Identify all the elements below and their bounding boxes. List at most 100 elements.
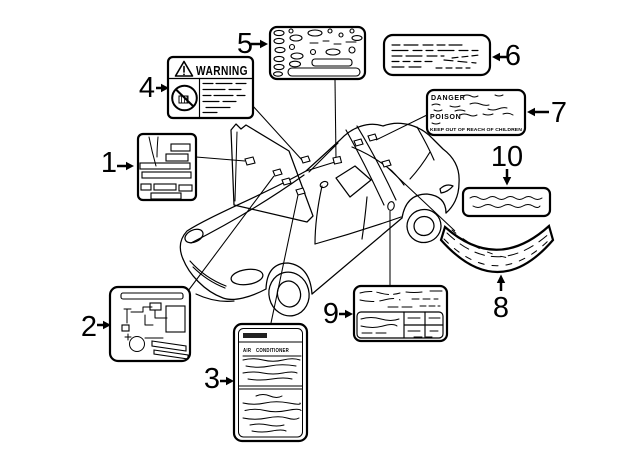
label-7-outline	[425, 88, 527, 137]
bumper-lip	[195, 293, 235, 302]
body-side-crease	[314, 216, 402, 245]
label-1-scribbles	[139, 136, 193, 200]
scribble-line	[433, 107, 508, 112]
callout-10-number: 10	[491, 141, 523, 173]
callout-8: 8	[493, 274, 509, 324]
diagram-line	[123, 308, 132, 324]
label-7-poison-text: POISON	[430, 114, 461, 121]
prohibition-icon	[171, 84, 198, 112]
label-mark	[367, 133, 378, 142]
scribble-line	[360, 317, 400, 321]
arrow-right-icon	[339, 309, 353, 319]
car-body-outline	[179, 122, 460, 260]
scribble-line	[405, 290, 443, 293]
label-mark	[332, 155, 343, 165]
glyph-circle	[349, 28, 355, 34]
scribble-line	[242, 371, 298, 375]
table-divider	[403, 311, 444, 339]
scribble-line	[244, 408, 302, 413]
windshield-pillar	[308, 142, 339, 173]
bumper-slot-lower	[192, 266, 226, 289]
arrow-right-icon	[97, 320, 111, 330]
cowl-line	[305, 161, 336, 172]
dash-text-line	[451, 54, 481, 59]
glyph-oval	[290, 52, 304, 60]
scribble-line	[359, 298, 401, 302]
front-tire	[268, 271, 310, 317]
callout-7-number: 7	[551, 97, 567, 129]
callout-9-number: 9	[323, 298, 339, 330]
glyph-circle	[288, 28, 294, 34]
scribble-line	[156, 136, 159, 158]
scribble-block	[178, 184, 193, 192]
rocker-line	[311, 217, 403, 295]
deck-seam	[416, 126, 435, 161]
label-mark	[387, 201, 395, 211]
dash-text-line	[443, 59, 477, 64]
rear-wheel-rim	[413, 215, 435, 237]
label-mark	[353, 138, 364, 147]
arrow-down-icon	[502, 169, 512, 186]
label-mark	[244, 156, 256, 166]
label-mark	[381, 159, 392, 168]
info-label-8-curved	[439, 224, 555, 273]
label-5-glyphs	[272, 28, 363, 77]
arrow-right-icon	[156, 83, 169, 93]
arrow-right-icon	[251, 39, 268, 49]
label-position-marks	[244, 133, 395, 211]
info-label-7-danger-poison: DANGER POISON KEEP OUT OF REACH OF CHILD…	[425, 88, 527, 137]
label-6-outline	[382, 33, 492, 77]
car-illustration	[179, 122, 460, 317]
glyph-oval	[325, 48, 341, 56]
roll-bar-stripe-rear	[356, 125, 397, 201]
glyph-oval	[351, 35, 363, 41]
info-label-3-air-conditioner: AIR CONDITIONER	[232, 322, 309, 443]
scribble-line	[247, 377, 293, 381]
callout-10: 10	[491, 141, 523, 186]
label-mark	[272, 168, 283, 177]
glyph-circle	[327, 28, 333, 34]
door-rear-cut	[361, 196, 368, 240]
diagram-part	[121, 324, 130, 332]
label-3-scribbles	[238, 355, 303, 433]
door-front-cut	[314, 185, 323, 245]
scribble-block	[120, 292, 184, 300]
info-label-5	[268, 25, 367, 81]
scribble-block	[153, 183, 177, 191]
diagram-part	[153, 349, 189, 360]
glyph-oval	[273, 29, 285, 37]
rear-tire	[406, 208, 442, 244]
label-7-danger-text: DANGER	[431, 95, 466, 102]
callout-1-number: 1	[101, 147, 117, 179]
scribble-line	[459, 112, 514, 117]
warning-triangle-icon	[174, 60, 194, 77]
leader-lines	[187, 79, 456, 324]
label-3-inner-border	[238, 328, 303, 438]
label-mark	[295, 187, 306, 196]
label-7-footer-text: KEEP OUT OF REACH OF CHILDREN	[430, 127, 522, 133]
info-label-2	[108, 285, 192, 363]
info-label-6	[382, 33, 492, 77]
glyph-oval	[307, 29, 323, 37]
glyph-oval	[274, 46, 286, 54]
info-label-9	[352, 284, 449, 343]
scribble-line	[472, 204, 541, 208]
leader-label-4	[251, 104, 303, 161]
leader-label-5	[334, 79, 337, 160]
scribble-block	[141, 171, 192, 179]
callout-6-number: 6	[505, 40, 521, 72]
diagram-part	[165, 305, 186, 333]
bumper-intake	[230, 268, 264, 286]
side-mirror	[319, 180, 329, 189]
leader-label-2	[187, 175, 275, 292]
hood-open-panel	[230, 123, 314, 223]
arrow-up-icon	[496, 274, 506, 291]
leader-label-1	[195, 156, 246, 162]
callout-3: 3	[204, 363, 234, 395]
callout-4: 4	[139, 72, 169, 104]
front-wheel-arch	[265, 262, 313, 295]
diagram-line	[154, 309, 168, 319]
glyph-oval	[288, 60, 302, 68]
label-3-outline	[232, 322, 309, 443]
arrow-left-icon	[527, 107, 549, 117]
